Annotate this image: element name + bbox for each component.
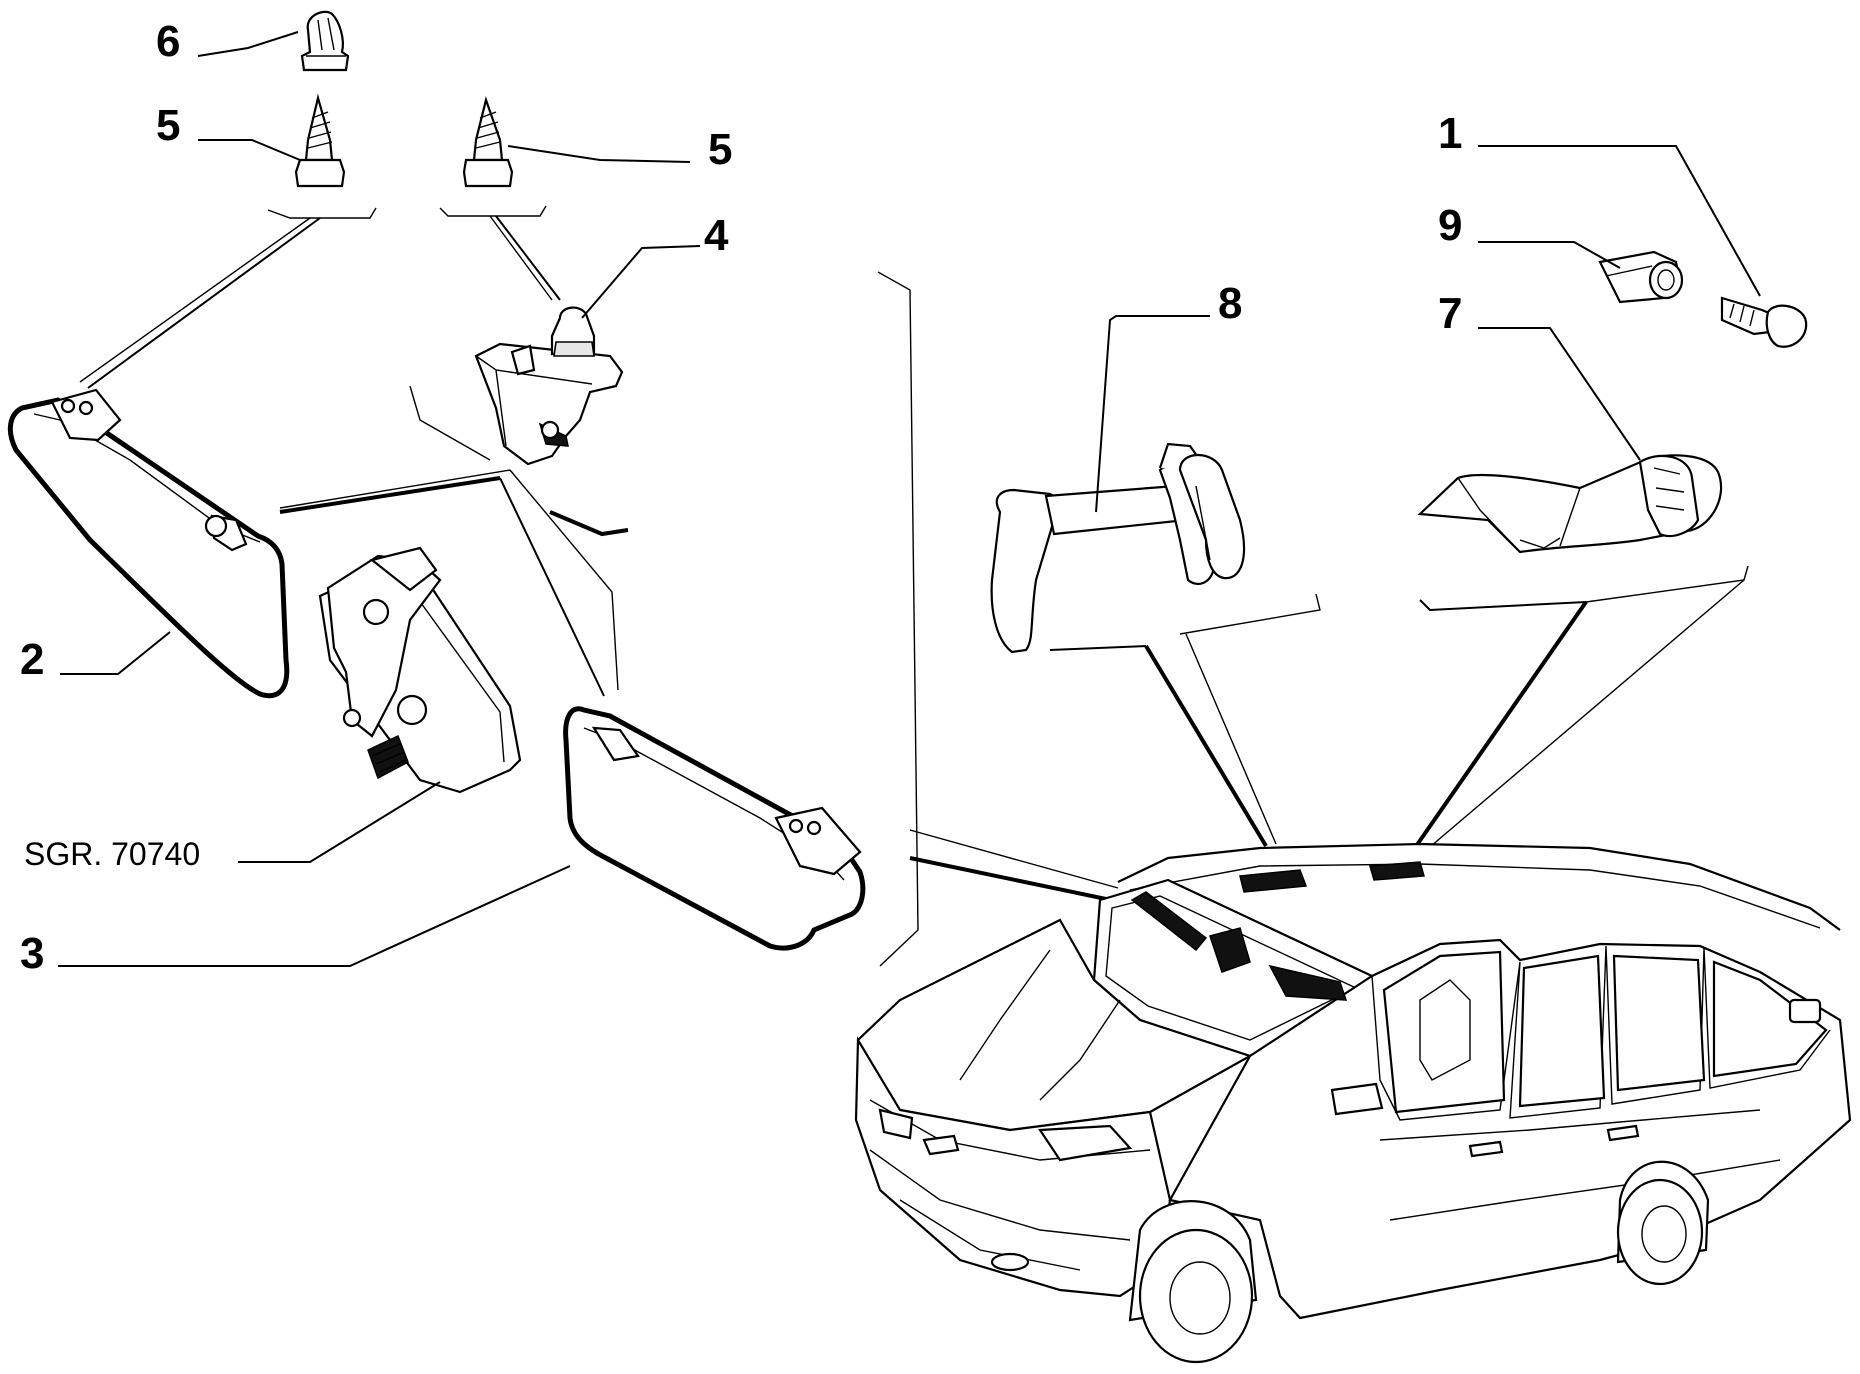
callout-6: 6 [156, 17, 181, 66]
part-interior-mirror [318, 546, 522, 794]
part-1-screw [1720, 296, 1808, 348]
leader-sgr [238, 781, 441, 863]
part-9-plug [1598, 250, 1684, 304]
callout-7: 7 [1438, 289, 1463, 338]
part-2-sun-visor-left [7, 388, 290, 699]
callout-8: 8 [1218, 279, 1243, 328]
part-5-screw-right [462, 96, 514, 188]
bracket-screw-right [439, 205, 547, 217]
leader-bracket-left [87, 217, 321, 389]
part-5-screw-left [294, 93, 346, 188]
leader-6 [197, 31, 299, 57]
leader-3 [58, 865, 571, 967]
part-8-grab-handle [990, 442, 1245, 654]
leader-8 [1095, 315, 1210, 513]
part-6-plug [300, 10, 350, 72]
bracket-screw-left [267, 207, 377, 219]
part-7-grab-handle [1417, 454, 1723, 554]
leader-1 [1478, 145, 1761, 297]
callout-1: 1 [1438, 109, 1463, 158]
callout-5-left: 5 [156, 101, 181, 150]
reference-code: SGR. 70740 [24, 836, 201, 872]
leader-7 [1478, 327, 1641, 461]
part-4-bracket [474, 306, 624, 466]
leader-5-left [198, 139, 301, 161]
callout-4: 4 [704, 211, 729, 260]
leader-4 [581, 245, 701, 319]
car-illustration [854, 842, 1852, 1364]
leader-5-right [507, 145, 691, 163]
callout-5-right: 5 [708, 125, 733, 174]
leader-bracket-right [495, 215, 561, 301]
leader-2 [60, 631, 171, 675]
part-3-sun-visor-right [563, 706, 866, 951]
callout-9: 9 [1438, 201, 1463, 250]
callout-3: 3 [20, 929, 45, 978]
callout-2: 2 [20, 635, 45, 684]
leader-9 [1478, 241, 1621, 269]
bracket-visor-group [877, 271, 919, 967]
